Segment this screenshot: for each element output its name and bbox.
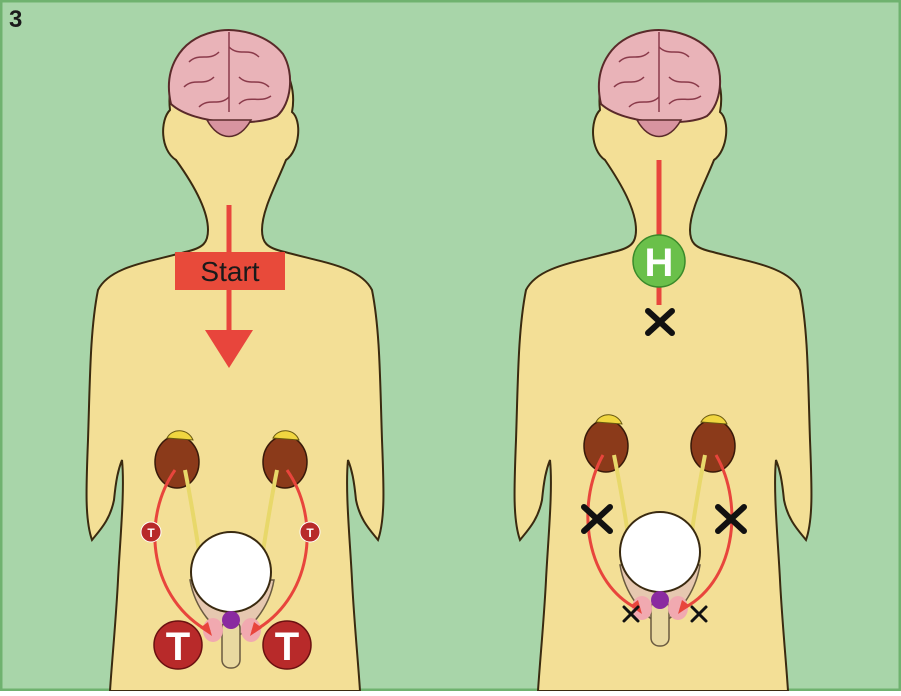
left-big-t-right-label: T — [275, 625, 299, 669]
left-bladder — [191, 532, 271, 612]
start-label: Start — [200, 256, 259, 287]
panel-number: 3 — [9, 6, 22, 34]
right-prostate — [651, 591, 669, 609]
left-small-t-left-label: T — [147, 526, 155, 540]
left-small-t-right-label: T — [306, 526, 314, 540]
left-prostate — [222, 611, 240, 629]
left-big-t-left-label: T — [166, 625, 190, 669]
hormone-label: H — [645, 241, 674, 285]
right-bladder — [620, 512, 700, 592]
